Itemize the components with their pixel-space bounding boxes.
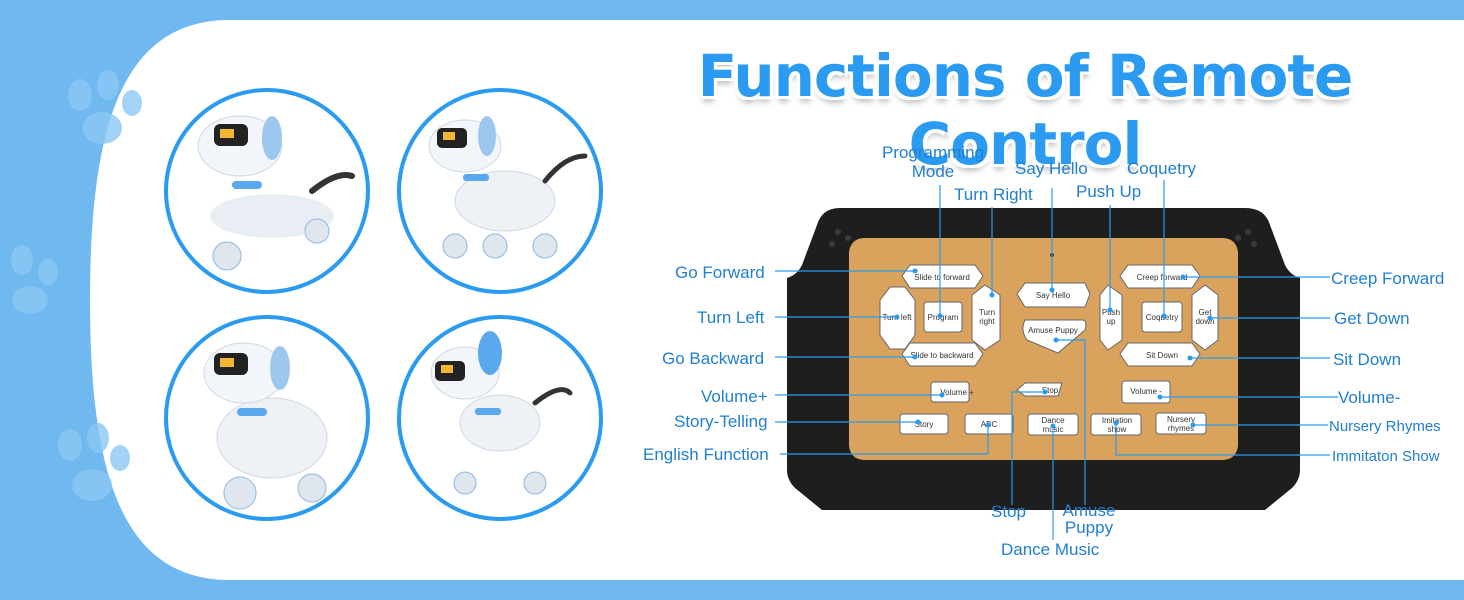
say-hello-button[interactable]: Say Hello	[1035, 290, 1071, 300]
turn-right-button[interactable]: Turn right	[978, 308, 996, 326]
story-button[interactable]: Story	[914, 419, 934, 429]
callout-go-forward: Go Forward	[675, 263, 765, 282]
imitation-show-button[interactable]: Imitation show	[1101, 415, 1133, 434]
page-title: Functions of Remote Control	[697, 42, 1354, 178]
callout-amuse-puppy: Amuse Puppy	[1062, 501, 1116, 537]
paw-print-icon	[11, 70, 142, 501]
robot-dog-sitting-photo	[164, 315, 370, 521]
robot-dog-standing-photo	[397, 315, 603, 521]
callout-volume-plus: Volume+	[701, 387, 768, 406]
callout-go-backward: Go Backward	[662, 349, 765, 368]
callout-english-function: English Function	[643, 445, 769, 464]
coquetry-button[interactable]: Coquetry	[1145, 312, 1179, 322]
callout-creep-forward: Creep Forward	[1331, 269, 1445, 288]
volume-up-button[interactable]: Volume +	[940, 387, 974, 397]
get-down-button[interactable]: Get down	[1195, 308, 1215, 326]
callout-stop: Stop	[991, 502, 1026, 521]
dance-music-button[interactable]: Dance music	[1041, 415, 1065, 434]
callout-nursery-rhymes: Nursery Rhymes	[1329, 418, 1441, 435]
push-up-button[interactable]: Push up	[1101, 308, 1121, 326]
callout-push-up: Push Up	[1076, 182, 1142, 201]
robot-dog-crouching-photo	[164, 88, 370, 294]
nursery-rhymes-button[interactable]: Nursery rhymes	[1166, 414, 1195, 433]
callout-volume-minus: Volume-	[1338, 388, 1401, 407]
callout-turn-left: Turn Left	[697, 308, 765, 327]
callout-say-hello: Say Hello	[1015, 159, 1088, 178]
sit-down-button[interactable]: Sit Down	[1145, 350, 1178, 360]
callout-coquetry: Coquetry	[1127, 159, 1196, 178]
robot-dog-walking-photo	[397, 88, 603, 294]
callout-get-down: Get Down	[1334, 309, 1410, 328]
callout-sit-down: Sit Down	[1333, 350, 1402, 369]
stop-button[interactable]: Stop	[1041, 385, 1059, 395]
creep-forward-button[interactable]: Creep forward	[1136, 272, 1188, 282]
callout-story-telling: Story-Telling	[674, 412, 768, 431]
slide-forward-button[interactable]: Slide to forward	[914, 272, 970, 282]
volume-down-button[interactable]: Volume -	[1130, 386, 1162, 396]
program-button[interactable]: Program	[927, 312, 959, 322]
callout-turn-right: Turn Right	[954, 185, 1033, 204]
turn-left-button[interactable]: Turn left	[882, 312, 912, 322]
callout-dance-music: Dance Music	[1001, 540, 1100, 559]
slide-backward-button[interactable]: Slide to backward	[910, 350, 974, 360]
abc-button[interactable]: ABC	[980, 419, 998, 429]
callout-imitation-show: Immitaton Show	[1332, 448, 1440, 465]
callout-programming-mode: Programming Mode	[881, 143, 985, 181]
amuse-puppy-button[interactable]: Amuse Puppy	[1028, 325, 1078, 335]
